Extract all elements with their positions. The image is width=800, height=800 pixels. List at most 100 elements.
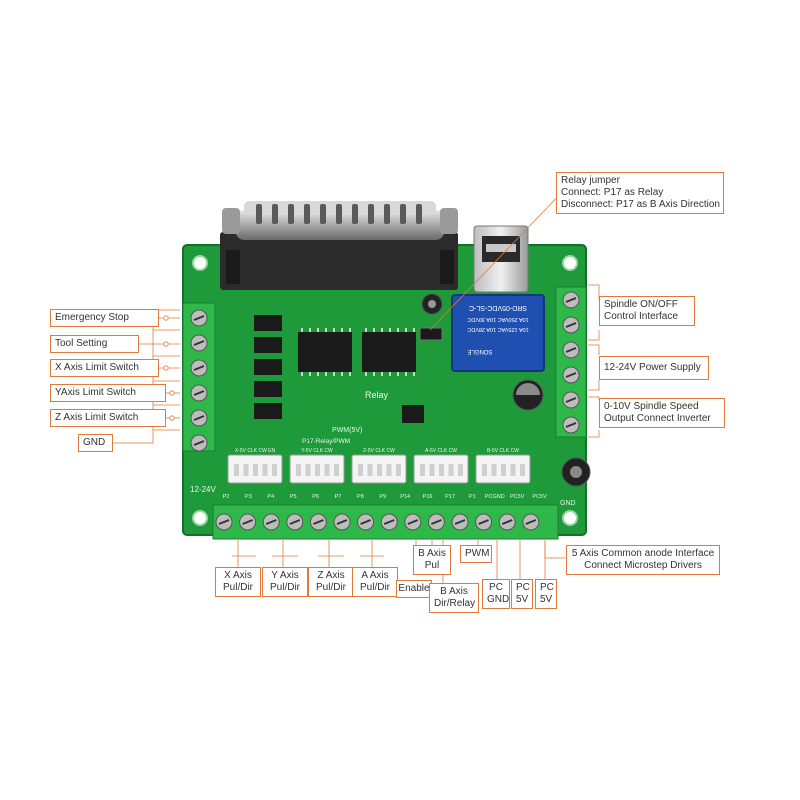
usb-port <box>473 225 529 293</box>
terminal-screw <box>215 513 233 531</box>
terminal-screw <box>333 513 351 531</box>
terminal-screw <box>562 341 580 359</box>
terminal-screw <box>190 434 208 452</box>
label-enable: Enable <box>396 580 432 598</box>
label-relay-jumper: Relay jumper Connect: P17 as Relay Disco… <box>556 172 724 214</box>
label-gnd: GND <box>78 434 113 452</box>
terminal-screw <box>380 513 398 531</box>
callout-dot <box>169 415 175 421</box>
capacitor <box>512 379 544 411</box>
header-silkscreen: Z-5V CLK CW <box>363 448 395 454</box>
terminal-screw <box>427 513 445 531</box>
axis-connector-header: Y-5V CLK CW <box>289 448 345 484</box>
label-spindle-onoff: Spindle ON/OFF Control Interface <box>599 296 695 326</box>
relay-jumper <box>419 327 443 341</box>
terminal-screw <box>451 513 469 531</box>
pin-silkscreen-label: PC5V <box>510 494 525 500</box>
terminal-screw <box>357 513 375 531</box>
driver-ic <box>298 332 352 372</box>
optocoupler-chip <box>254 403 282 419</box>
relay-rating-text: 10A 250VAC 10A 30VDC <box>467 316 528 322</box>
pin-silkscreen-label: P14 <box>400 494 410 500</box>
terminal-screw <box>190 409 208 427</box>
terminal-screw <box>190 334 208 352</box>
label-pwm: PWM <box>460 545 492 563</box>
axis-connector-header: Z-5V CLK CW <box>351 448 407 484</box>
terminal-screw <box>190 359 208 377</box>
pin-silkscreen-label: P6 <box>312 494 319 500</box>
silkscreen-power: 12-24V <box>190 485 216 494</box>
pin-silkscreen-label: P1 <box>469 494 476 500</box>
optocoupler-chip <box>254 315 282 331</box>
pin-silkscreen-label: P17 <box>445 494 455 500</box>
pin-silkscreen-label: P8 <box>357 494 364 500</box>
terminal-screw <box>190 384 208 402</box>
terminal-screw <box>562 366 580 384</box>
pin-silkscreen-label: P7 <box>335 494 342 500</box>
label-power-supply: 12-24V Power Supply <box>599 356 709 380</box>
terminal-screw <box>286 513 304 531</box>
pin-silkscreen-label: P2 <box>223 494 230 500</box>
terminal-screw <box>498 513 516 531</box>
axis-connector-header: A-5V CLK CW <box>413 448 469 484</box>
pin-silkscreen-label: P9 <box>379 494 386 500</box>
terminal-screw <box>262 513 280 531</box>
terminal-screw <box>475 513 493 531</box>
pin-silkscreen-label: P16 <box>423 494 433 500</box>
label-emergency-stop: Emergency Stop <box>50 309 159 327</box>
capacitor <box>421 293 443 315</box>
label-y-limit-switch: YAxis Limit Switch <box>50 384 166 402</box>
terminal-screw <box>190 309 208 327</box>
pin-silkscreen-label: P4 <box>267 494 274 500</box>
driver-ic <box>362 332 416 372</box>
terminal-screw <box>239 513 257 531</box>
optocoupler-chip <box>254 359 282 375</box>
label-spindle-speed: 0-10V Spindle Speed Output Connect Inver… <box>599 398 725 428</box>
header-silkscreen: Y-5V CLK CW <box>301 448 333 454</box>
callout-dot <box>163 341 169 347</box>
terminal-screw <box>562 416 580 434</box>
pin-silkscreen-label: P3 <box>245 494 252 500</box>
pin-silkscreen-label: PCGND <box>485 494 505 500</box>
mounting-hole <box>562 255 578 271</box>
callout-dot <box>169 390 175 396</box>
terminal-screw <box>522 513 540 531</box>
pin-silkscreen-label: PC5V <box>532 494 547 500</box>
terminal-screw <box>309 513 327 531</box>
silkscreen-gnd: GND <box>560 500 576 507</box>
optocoupler-chip <box>254 381 282 397</box>
db25-connector <box>220 201 458 290</box>
callout-dot <box>163 365 169 371</box>
mounting-hole <box>192 255 208 271</box>
header-silkscreen: B-5V CLK CW <box>487 448 519 454</box>
capacitor <box>561 457 591 487</box>
mounting-hole <box>562 510 578 526</box>
axis-connector-header: X-5V CLK CW EN <box>227 448 283 484</box>
relay-model-text: SRD-05VDC-SL-C <box>469 304 527 311</box>
relay-rating-text: 10A 125VAC 10A 28VDC <box>467 326 528 332</box>
terminal-screw <box>562 291 580 309</box>
label-tool-setting: Tool Setting <box>50 335 139 353</box>
silkscreen-relay: Relay <box>365 390 389 400</box>
terminal-screw <box>404 513 422 531</box>
pin-silkscreen-label: P5 <box>290 494 297 500</box>
terminal-screw <box>562 391 580 409</box>
mounting-hole <box>192 510 208 526</box>
label-common-anode: 5 Axis Common anode Interface Connect Mi… <box>566 545 720 575</box>
right-terminal-block <box>555 286 587 438</box>
relay <box>451 294 545 372</box>
relay-brand-text: SONGLE <box>467 348 492 354</box>
label-z-limit-switch: Z Axis Limit Switch <box>50 409 166 427</box>
silkscreen-p17: P17-Relay/PWM <box>302 438 350 445</box>
transistor <box>402 405 424 423</box>
